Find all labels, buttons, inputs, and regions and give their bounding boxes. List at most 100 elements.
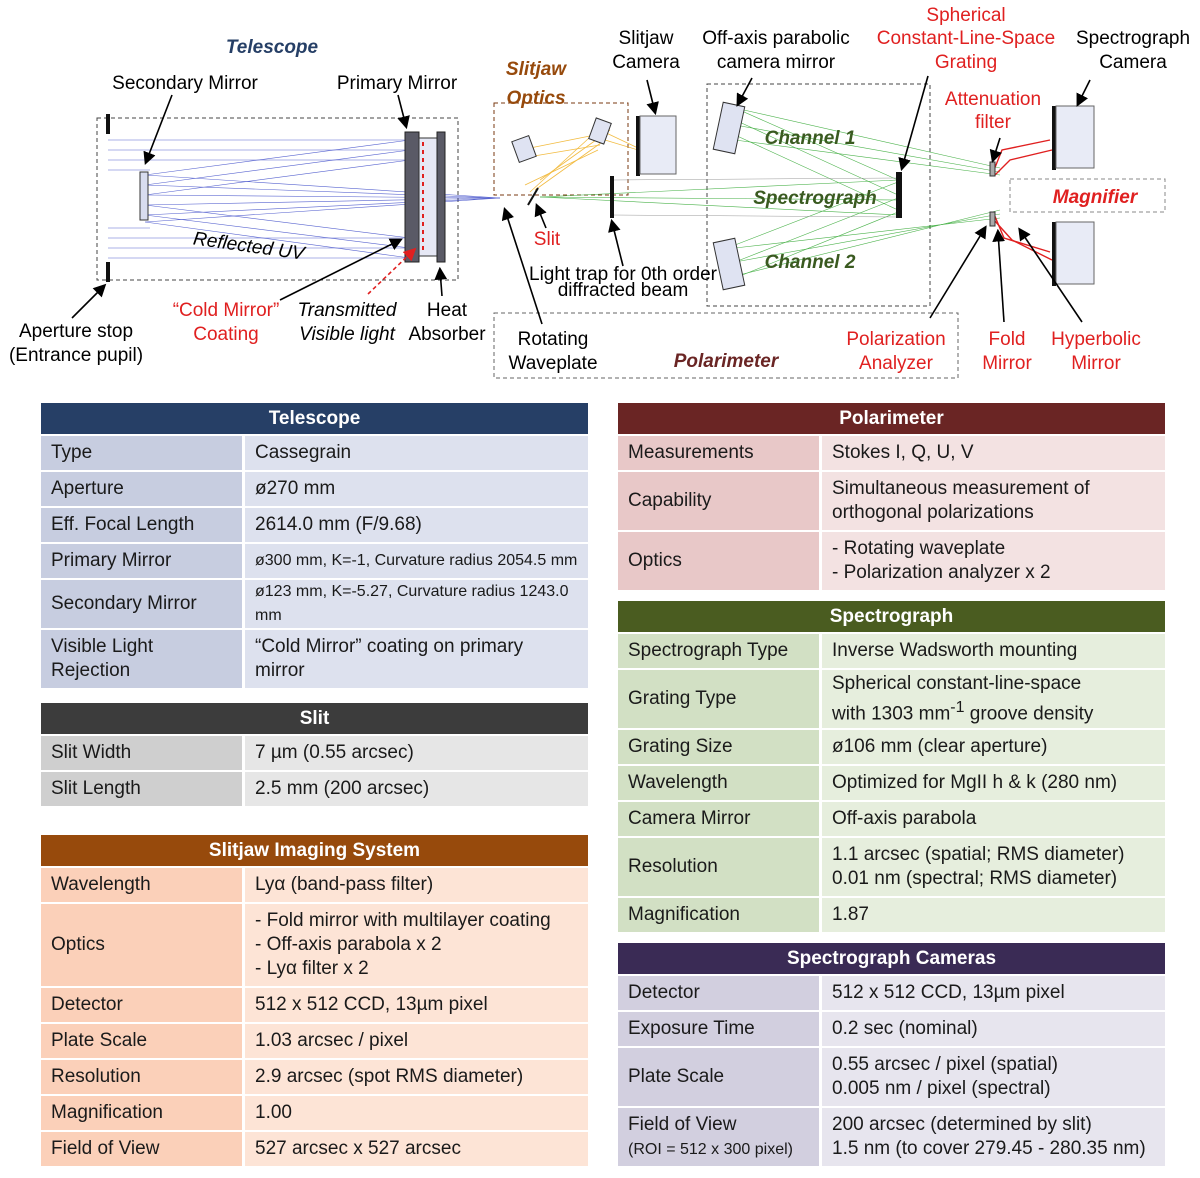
- row-value: Simultaneous measurement of orthogonal p…: [822, 472, 1165, 530]
- label-transmitted: Transmitted: [298, 300, 398, 321]
- optical-layout-diagram: Telescope Secondary Mirror Primary Mirro…: [9, 5, 1190, 379]
- label-optics: Optics: [506, 88, 565, 109]
- row-key: Measurements: [618, 436, 822, 470]
- label-magnifier: Magnifier: [1053, 187, 1139, 208]
- label-spec-camera-2: Camera: [1099, 52, 1167, 73]
- row-value: 1.87: [822, 898, 1165, 932]
- row-value: Lyα (band-pass filter): [245, 868, 588, 902]
- row-value: 1.00: [245, 1096, 588, 1130]
- label-aperture-stop: Aperture stop: [19, 321, 133, 342]
- row-value: ø300 mm, K=-1, Curvature radius 2054.5 m…: [245, 544, 588, 578]
- slitjaw-camera-detector: [636, 116, 640, 176]
- row-key: Spectrograph Type: [618, 634, 822, 668]
- row-value: 512 x 512 CCD, 13µm pixel: [822, 976, 1165, 1010]
- slit-header: Slit: [41, 703, 588, 734]
- label-entrance-pupil: (Entrance pupil): [9, 345, 143, 366]
- row-value: 1.1 arcsec (spatial; RMS diameter) 0.01 …: [822, 838, 1165, 896]
- spectrograph-rays: [539, 107, 1001, 279]
- row-value: 1.03 arcsec / pixel: [245, 1024, 588, 1058]
- grating-type-exponent: -1: [950, 698, 965, 716]
- label-light-trap-2: diffracted beam: [558, 280, 689, 301]
- label-primary-mirror: Primary Mirror: [337, 73, 458, 94]
- fov-key: Field of View: [628, 1113, 737, 1135]
- label-slitjaw-camera-1: Slitjaw: [619, 28, 674, 49]
- label-fold-mirror: Mirror: [982, 353, 1032, 374]
- slitjaw-mirror-1: [511, 134, 537, 164]
- row-value: - Rotating waveplate - Polarization anal…: [822, 532, 1165, 590]
- label-slit: Slit: [534, 229, 561, 250]
- row-key: Magnification: [618, 898, 822, 932]
- table-row: Grating Type Spherical constant-line-spa…: [618, 670, 1165, 728]
- fov-roi: (ROI = 512 x 300 pixel): [628, 1140, 793, 1158]
- row-key: Type: [41, 436, 245, 470]
- row-value: - Fold mirror with multilayer coating - …: [245, 904, 588, 986]
- row-value: ø106 mm (clear aperture): [822, 730, 1165, 764]
- label-offaxis-2: camera mirror: [717, 52, 836, 73]
- row-key: Eff. Focal Length: [41, 508, 245, 542]
- row-key: Optics: [41, 904, 245, 986]
- row-key: Field of View: [41, 1132, 245, 1166]
- zero-order-rays: [611, 177, 899, 218]
- spec-camera-1-detector: [1052, 106, 1056, 170]
- row-value: 7 µm (0.55 arcsec): [245, 736, 588, 770]
- slit-element: [527, 187, 539, 206]
- magnifier-box: [1009, 178, 1166, 213]
- label-telescope: Telescope: [226, 37, 319, 58]
- table-row: Field of View(ROI = 512 x 300 pixel)200 …: [618, 1108, 1165, 1166]
- magnifier-rays: [993, 139, 1053, 261]
- row-value: Stokes I, Q, U, V: [822, 436, 1165, 470]
- fold-mirror: [989, 211, 996, 227]
- label-reflected-uv: Reflected UV: [192, 228, 308, 265]
- primary-mirror: [404, 131, 420, 263]
- row-value: 2.9 arcsec (spot RMS diameter): [245, 1060, 588, 1094]
- slitjaw-rays: [519, 127, 639, 193]
- label-hyperbolic-mirror: Mirror: [1071, 353, 1121, 374]
- label-spherical-1: Spherical: [926, 5, 1005, 26]
- row-key: Visible Light Rejection: [41, 630, 245, 688]
- secondary-mirror: [139, 171, 149, 221]
- row-value: 2614.0 mm (F/9.68): [245, 508, 588, 542]
- label-channel-2: Channel 2: [765, 252, 856, 273]
- label-hyperbolic: Hyperbolic: [1051, 329, 1141, 350]
- label-polarization: Polarization: [846, 329, 945, 350]
- aperture-stop-bottom: [106, 262, 110, 282]
- grating-type-line-2b: groove density: [964, 703, 1094, 725]
- row-key: Resolution: [41, 1060, 245, 1094]
- spectrograph-header: Spectrograph: [618, 601, 1165, 632]
- label-spec-camera-1: Spectrograph: [1076, 28, 1190, 49]
- label-waveplate: Waveplate: [508, 353, 597, 374]
- transmitted-arrow: [367, 247, 417, 295]
- row-value: 0.2 sec (nominal): [822, 1012, 1165, 1046]
- row-value: 0.55 arcsec / pixel (spatial) 0.005 nm /…: [822, 1048, 1165, 1106]
- label-cold-mirror: “Cold Mirror”: [173, 300, 280, 321]
- label-attenuation-2: filter: [975, 112, 1012, 133]
- camera-mirror-2: [712, 237, 746, 291]
- label-absorber: Absorber: [408, 324, 486, 345]
- label-polarimeter: Polarimeter: [674, 351, 780, 372]
- row-value: Off-axis parabola: [822, 802, 1165, 836]
- label-spherical-2: Constant-Line-Space: [877, 28, 1056, 49]
- spec-camera-1: [1055, 105, 1095, 169]
- grating: [896, 172, 902, 218]
- row-key: Detector: [618, 976, 822, 1010]
- label-offaxis-1: Off-axis parabolic: [702, 28, 850, 49]
- telescope-header: Telescope: [41, 403, 588, 434]
- label-analyzer: Analyzer: [859, 353, 934, 374]
